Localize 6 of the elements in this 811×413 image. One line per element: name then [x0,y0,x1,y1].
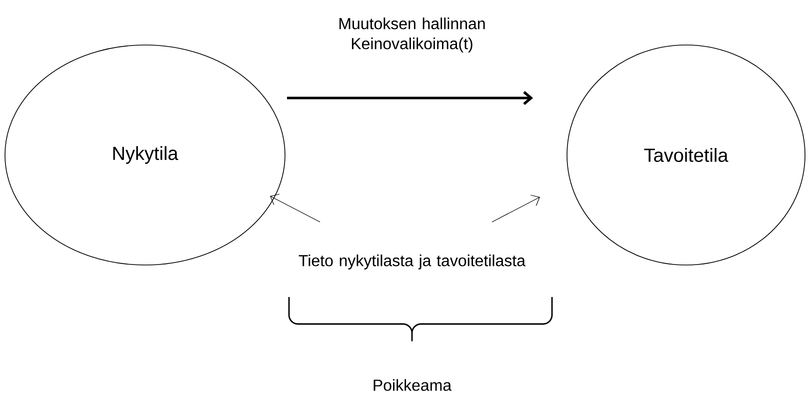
info-text: Tieto nykytilasta ja tavoitetilasta [298,254,526,270]
arrow [270,194,320,222]
arrow [287,91,533,105]
brace-label: Poikkeama [374,379,452,391]
arrow [492,194,540,222]
edge-label: Muutoksen hallinnan Keinovalikoima(t) [340,18,485,52]
